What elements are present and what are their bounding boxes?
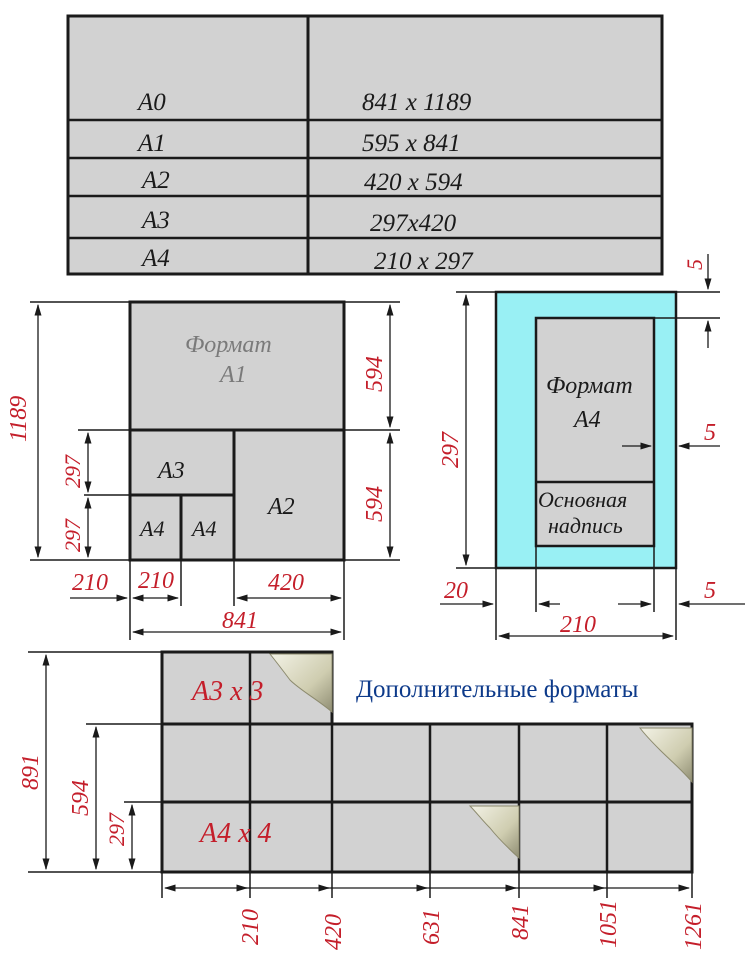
- table-format-size: 841 x 1189: [362, 89, 472, 116]
- dim-420: 420: [321, 914, 347, 950]
- dim-594: 594: [68, 780, 94, 816]
- dim-1261: 1261: [681, 902, 707, 950]
- page-curl-icon: [468, 805, 520, 860]
- dim-631: 631: [419, 909, 445, 945]
- table-format-size: 297x420: [370, 210, 457, 237]
- a4-dim-5-right: 5: [704, 420, 716, 446]
- formats-table: A0 841 x 1189 A1 595 x 841 A2 420 x 594 …: [66, 14, 664, 276]
- a4-dim-5-top: 5: [682, 259, 707, 270]
- a3x3-label: A3 x 3: [190, 676, 264, 707]
- dim-420: 420: [268, 570, 304, 596]
- a4-dim-297: 297: [438, 431, 464, 468]
- table-format-name: A1: [136, 130, 166, 157]
- a4-working-field: [534, 316, 656, 548]
- dim-1051: 1051: [596, 900, 622, 948]
- table-format-name: A0: [136, 89, 166, 116]
- a1-label-line1: Формат: [185, 332, 272, 358]
- middle-row: [160, 722, 694, 804]
- page-curl-icon: [268, 653, 333, 714]
- dim-297-bottom: 297: [60, 518, 85, 552]
- table-format-size: 595 x 841: [362, 130, 461, 157]
- a4-title-line2: A4: [572, 407, 601, 433]
- a4x4-label: A4 x 4: [198, 818, 272, 849]
- dim-841: 841: [222, 608, 258, 634]
- a4-title-line1: Формат: [546, 373, 633, 399]
- title-block-line2: надпись: [548, 513, 623, 538]
- dim-210-b: 210: [138, 568, 174, 594]
- additional-formats-drawing: A3 x 3 A4 x 4 Дополнительные форматы 891…: [18, 650, 707, 950]
- a3-label: A3: [156, 458, 185, 484]
- title-block-line1: Основная: [538, 487, 627, 512]
- dim-297-top: 297: [60, 454, 85, 488]
- a4-dim-210: 210: [560, 612, 596, 638]
- a4-sheet-drawing: Формат A4 Основная надпись 297 5 5 20 5 …: [438, 254, 745, 640]
- table-format-name: A4: [140, 245, 170, 272]
- dim-1189: 1189: [6, 396, 32, 442]
- page-curl-icon: [638, 727, 693, 784]
- dim-297: 297: [104, 812, 129, 846]
- table-format-size: 210 x 297: [374, 248, 474, 275]
- dim-841: 841: [508, 904, 534, 940]
- a4-right-label: A4: [190, 516, 216, 541]
- dim-210-a: 210: [72, 570, 108, 596]
- table-format-name: A3: [140, 207, 170, 234]
- a4-left-label: A4: [138, 516, 164, 541]
- a2-label: A2: [266, 494, 295, 520]
- a0-subdivision-drawing: Формат A1 A3 A2 A4 A4 1189 297 297 594 5…: [6, 300, 400, 640]
- a1-label-line2: A1: [218, 362, 247, 388]
- dim-594-top: 594: [362, 356, 388, 392]
- table-format-size: 420 x 594: [364, 169, 463, 196]
- a4-dim-20: 20: [444, 578, 468, 604]
- table-format-name: A2: [140, 167, 170, 194]
- dim-210: 210: [238, 909, 264, 945]
- a2-area: [128, 428, 346, 562]
- dim-891: 891: [18, 754, 44, 790]
- dim-594-bottom: 594: [362, 486, 388, 522]
- additional-formats-title: Дополнительные форматы: [356, 676, 639, 703]
- a4-dim-5-bottom: 5: [704, 578, 716, 604]
